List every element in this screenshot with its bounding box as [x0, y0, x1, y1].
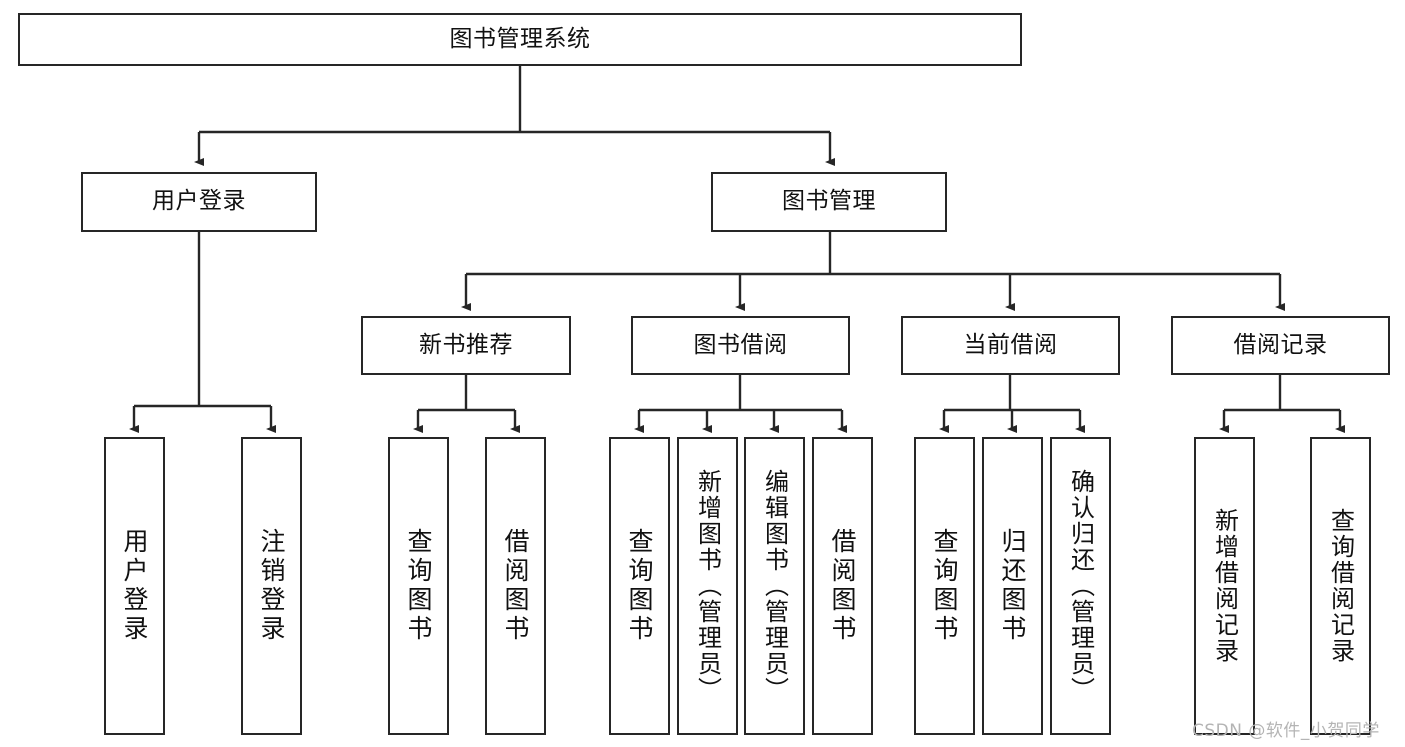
- node-label: 新增图书（管理员）: [693, 469, 722, 703]
- watermark-text: CSDN @软件_小贺同学: [1192, 721, 1380, 741]
- node-label: 借阅图书: [501, 528, 530, 644]
- node-leaf-return-book[interactable]: 归还图书: [982, 437, 1043, 735]
- node-leaf-user-login[interactable]: 用户登录: [104, 437, 165, 735]
- node-leaf-confirm-return-admin[interactable]: 确认归还（管理员）: [1050, 437, 1111, 735]
- node-book-management[interactable]: 图书管理: [711, 172, 947, 232]
- node-label: 图书借阅: [693, 331, 788, 358]
- node-leaf-logout[interactable]: 注销登录: [241, 437, 302, 735]
- node-label: 用户登录: [120, 528, 149, 644]
- node-leaf-add-borrow-record[interactable]: 新增借阅记录: [1194, 437, 1255, 735]
- node-label: 新书推荐: [419, 331, 513, 358]
- node-label: 新增借阅记录: [1210, 508, 1239, 664]
- node-label: 图书管理: [782, 188, 876, 215]
- node-book-borrow[interactable]: 图书借阅: [631, 316, 850, 375]
- node-label: 借阅图书: [828, 528, 857, 644]
- node-label: 查询图书: [404, 528, 433, 644]
- node-leaf-query-book-2[interactable]: 查询图书: [609, 437, 670, 735]
- node-user-login[interactable]: 用户登录: [81, 172, 317, 232]
- node-label: 注销登录: [257, 528, 286, 644]
- node-new-book-recommend[interactable]: 新书推荐: [361, 316, 571, 375]
- node-leaf-query-book-1[interactable]: 查询图书: [388, 437, 449, 735]
- node-label: 当前借阅: [963, 331, 1058, 358]
- node-leaf-borrow-book-2[interactable]: 借阅图书: [812, 437, 873, 735]
- node-label: 查询图书: [625, 528, 654, 644]
- node-label: 图书管理系统: [449, 25, 591, 52]
- node-label: 确认归还（管理员）: [1066, 469, 1095, 703]
- node-leaf-edit-book-admin[interactable]: 编辑图书（管理员）: [744, 437, 805, 735]
- node-label: 归还图书: [998, 528, 1027, 644]
- node-label: 借阅记录: [1233, 331, 1328, 358]
- node-root-system[interactable]: 图书管理系统: [18, 13, 1022, 66]
- node-leaf-add-book-admin[interactable]: 新增图书（管理员）: [677, 437, 738, 735]
- node-label: 查询图书: [930, 528, 959, 644]
- node-leaf-borrow-book-1[interactable]: 借阅图书: [485, 437, 546, 735]
- node-label: 用户登录: [152, 188, 246, 215]
- node-label: 编辑图书（管理员）: [760, 469, 789, 703]
- node-label: 查询借阅记录: [1326, 508, 1355, 664]
- node-leaf-query-borrow-record[interactable]: 查询借阅记录: [1310, 437, 1371, 735]
- node-leaf-query-book-3[interactable]: 查询图书: [914, 437, 975, 735]
- node-borrow-records[interactable]: 借阅记录: [1171, 316, 1390, 375]
- node-current-borrow[interactable]: 当前借阅: [901, 316, 1120, 375]
